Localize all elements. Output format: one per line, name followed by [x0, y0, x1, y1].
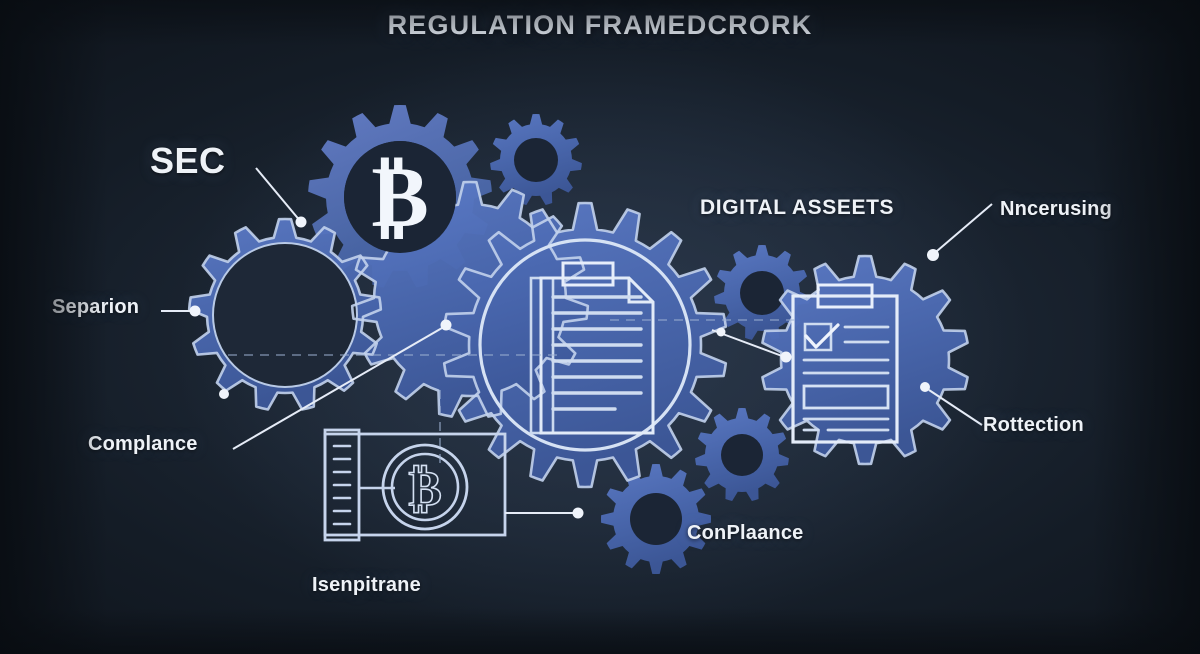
bitcoin-symbol: ₿ — [371, 149, 428, 245]
label-complance: Complance — [88, 433, 198, 455]
bitcoin-outline-symbol: ₿ — [408, 460, 441, 516]
label-separion: Separion — [52, 296, 140, 318]
bitcoin-gear-icon: ₿ — [344, 141, 456, 253]
label-nncerusing: Nncerusing — [1000, 198, 1113, 220]
label-rottection: Rottection — [983, 414, 1084, 436]
label-isenpitrane: Isenpitrane — [312, 574, 421, 596]
label-digital-asseets: DIGITAL ASSEETS — [700, 196, 895, 219]
page-title: REGULATION FRAMEDCRORK — [387, 10, 813, 40]
label-conplaance: ConPlaance — [687, 522, 804, 544]
label-sec: SEC — [150, 140, 226, 181]
ledger-lines — [332, 444, 352, 526]
